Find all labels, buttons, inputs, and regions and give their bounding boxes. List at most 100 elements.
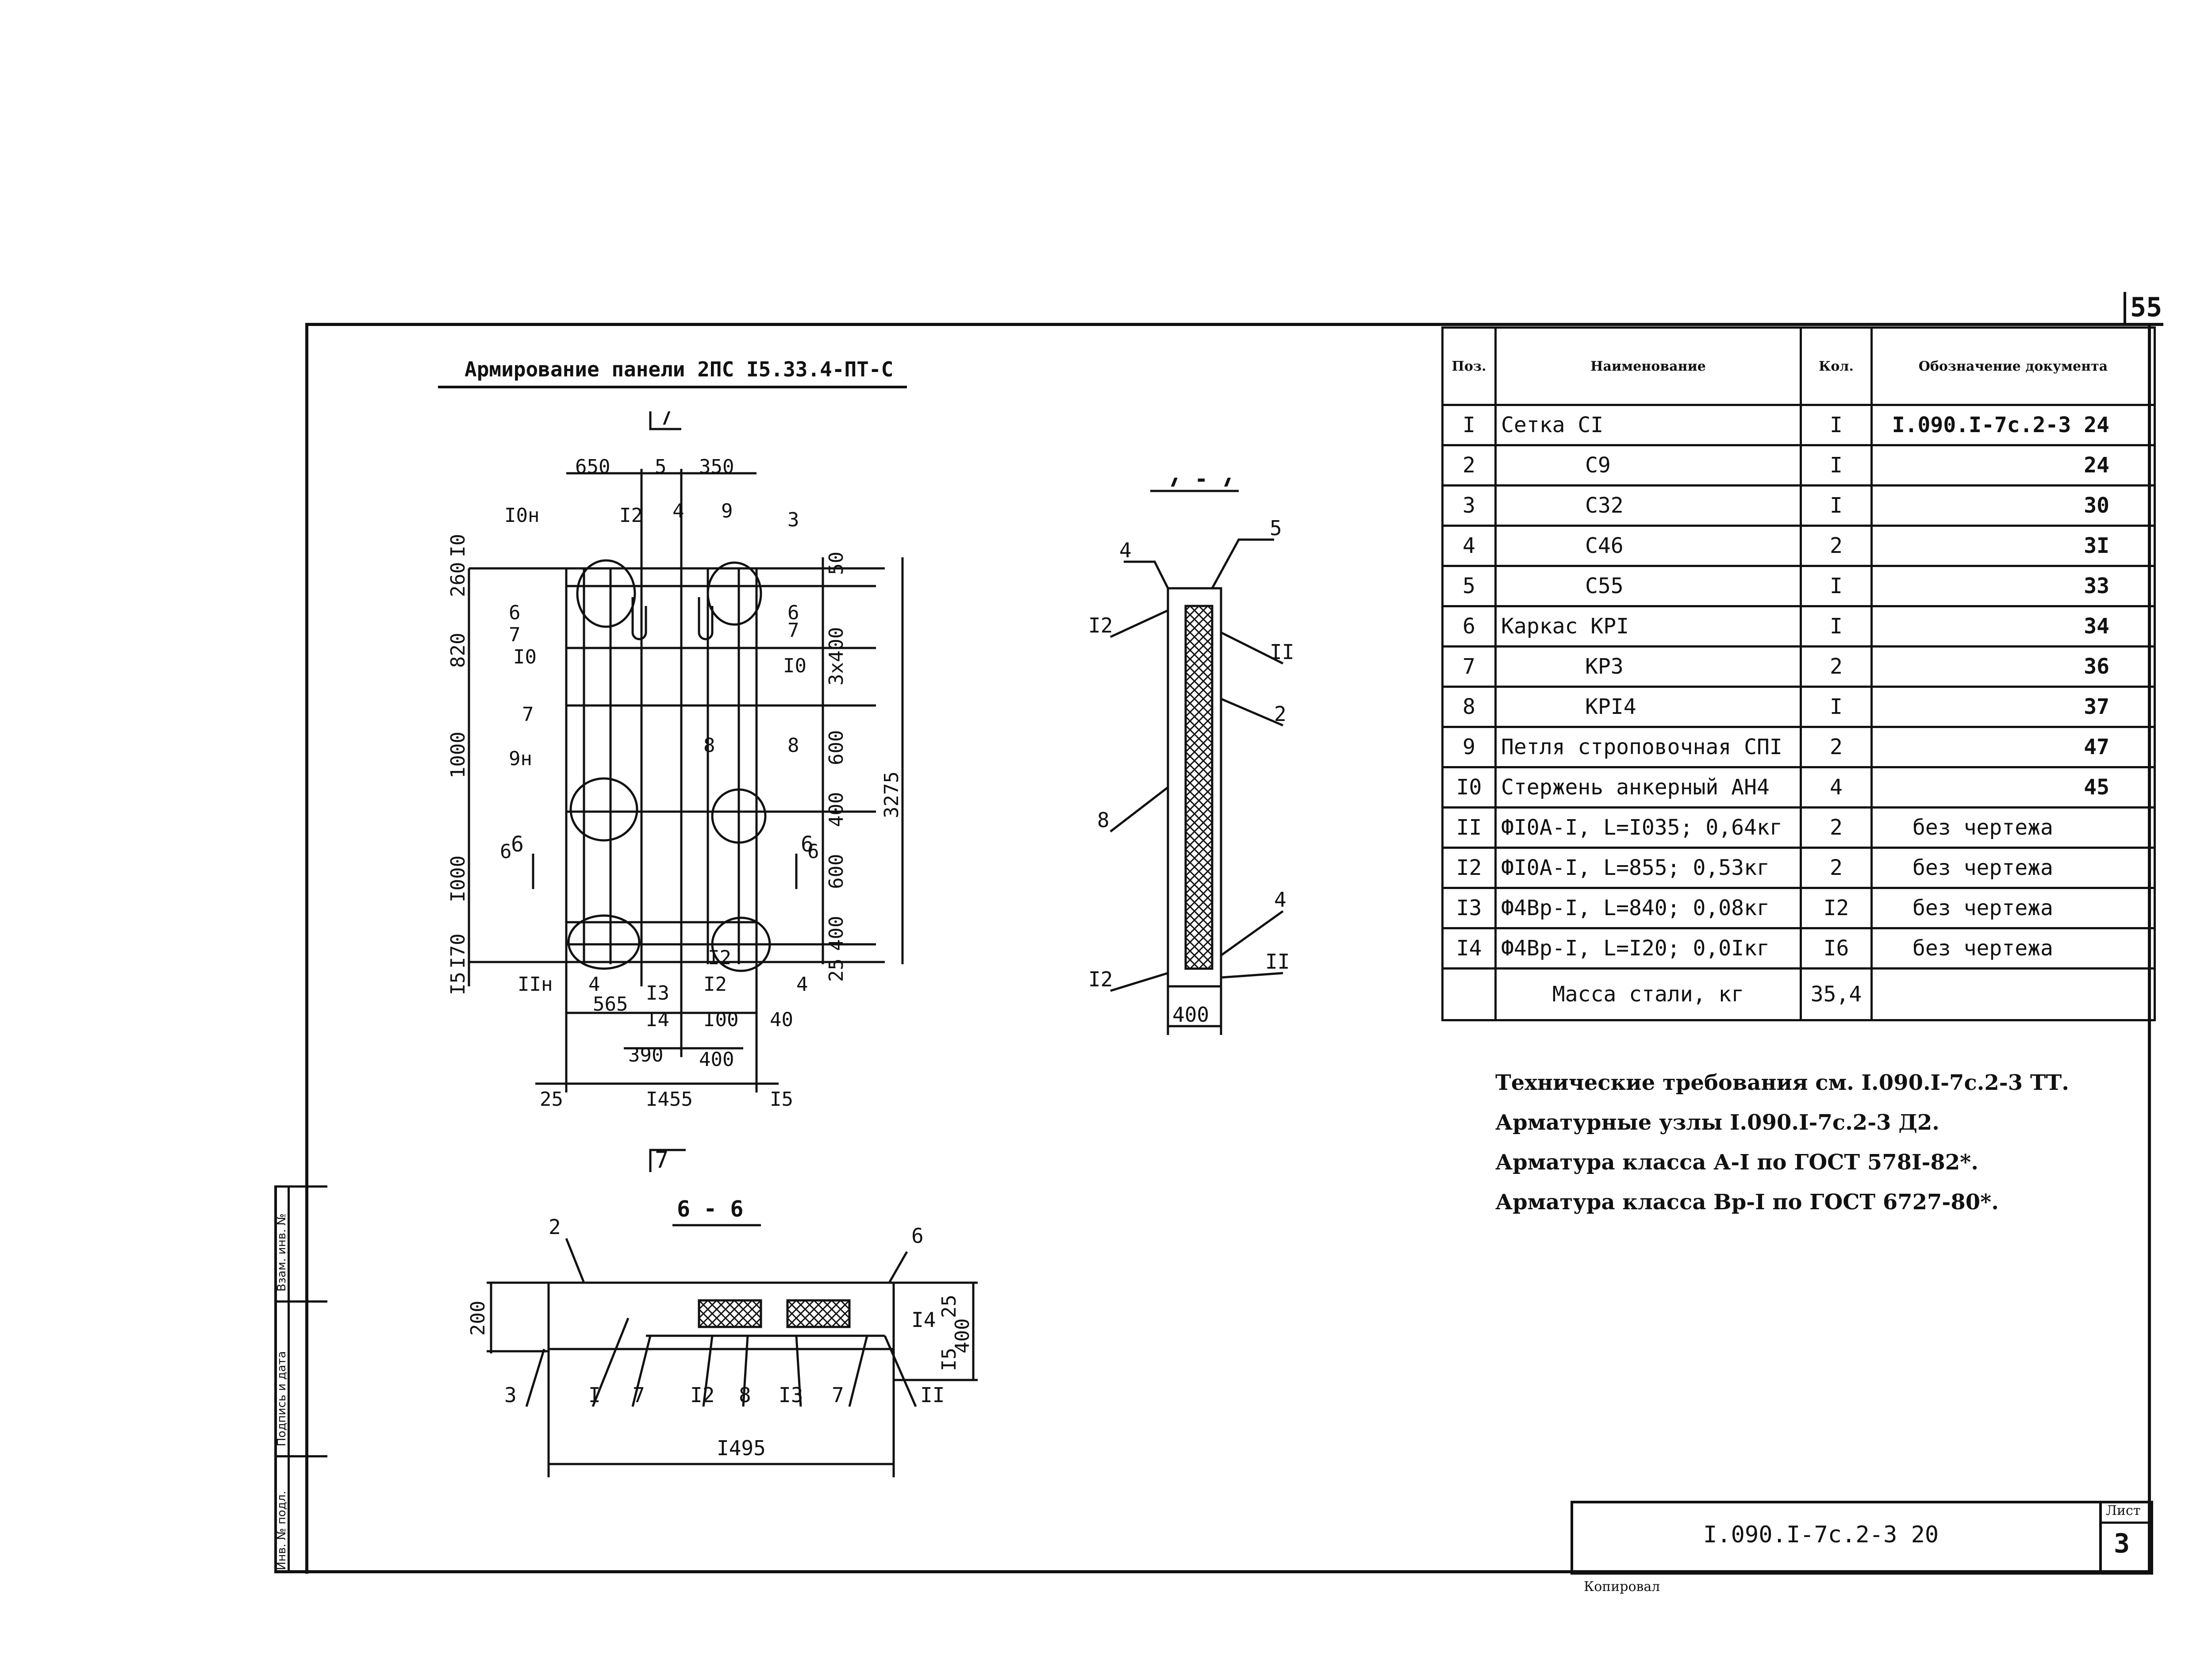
plan-pos-4: 9: [721, 500, 733, 522]
spec-cell-name: C46: [1494, 525, 1802, 567]
section-66-label-6: I2: [690, 1383, 714, 1407]
section-66-label-3: 3: [504, 1383, 517, 1407]
stamp-inv-label: Инв. № подл.: [275, 1491, 288, 1570]
plan-dim-left-3: 820: [447, 633, 469, 668]
spec-cell-name: ФI0А-I, L=I035; 0,64кг: [1494, 806, 1802, 849]
section-77-label-4: II: [1270, 640, 1294, 664]
stamp-sep-2: [274, 1455, 327, 1457]
stamp-divider: [288, 1185, 290, 1573]
plan-section-mark-bottom: 7: [655, 1147, 668, 1172]
plan-pos-1: I0н: [504, 504, 539, 527]
plan-section-mark-right: 6: [801, 832, 814, 857]
plan-dim-top-3: 350: [699, 456, 734, 478]
section-66-label-2: 6: [911, 1224, 924, 1248]
page-number: 55: [2130, 292, 2162, 323]
spec-cell-pos: II: [1441, 806, 1497, 849]
section-66-dim-left: 200: [467, 1301, 489, 1336]
plan-dim-left-5: I000: [447, 855, 469, 902]
spec-cell-name: Ф4Вр-I, L=840; 0,08кг: [1494, 887, 1802, 929]
spec-cell-doc: 34: [1870, 605, 2156, 648]
section-77-label-1: 4: [1119, 538, 1132, 562]
plan-dim-right-5: 600: [825, 854, 848, 889]
spec-cell-doc: 30: [1870, 484, 2156, 527]
plan-dim-right-4: 400: [825, 792, 848, 827]
frame-left: [305, 323, 308, 1574]
plan-pos-7: 7: [509, 624, 521, 646]
plan-pos-12: 7: [522, 703, 534, 726]
plan-pos-23: I2: [708, 947, 731, 969]
spec-cell-qty: I: [1800, 484, 1873, 527]
spec-header-qty: Кол.: [1800, 326, 1873, 406]
section-77-label-5: 2: [1274, 702, 1286, 726]
title-block-doc-code: I.090.I-7с.2-3 20: [1703, 1522, 1939, 1548]
spec-cell-name: ФI0А-I, L=855; 0,53кг: [1494, 847, 1802, 889]
plan-dim-right-6: 400: [825, 916, 848, 951]
section-66-label-9: 7: [832, 1383, 844, 1407]
plan-pos-15: 8: [787, 734, 799, 757]
page-number-tick: [2124, 292, 2126, 323]
note-2: Арматурные узлы I.090.I-7с.2-3 Д2.: [1495, 1110, 1940, 1135]
plan-pos-21: I2: [703, 973, 727, 996]
plan-dim-left-2: 260: [447, 562, 469, 597]
note-3: Арматура класса А-I по ГОСТ 578I-82*.: [1495, 1150, 1978, 1175]
spec-cell-qty: I: [1800, 565, 1873, 607]
note-4: Арматура класса Вр-I по ГОСТ 6727-80*.: [1495, 1190, 1999, 1215]
section-66-label-11: I4: [911, 1308, 936, 1332]
title-block-sheet-label: Лист: [2106, 1503, 2141, 1518]
title-block-code-box: [1571, 1501, 2102, 1575]
stamp-outer-left: [274, 1185, 277, 1573]
plan-dim-bot-5: 390: [628, 1044, 663, 1066]
spec-header-name: Наименование: [1494, 326, 1802, 406]
spec-cell-name: Каркас КРI: [1494, 605, 1802, 648]
section-66-dim-25: 25: [938, 1295, 960, 1318]
plan-dim-top-2: 5: [655, 456, 667, 478]
plan-pos-19: 4: [588, 973, 600, 996]
section-77-label-8: I2: [1088, 967, 1113, 991]
spec-cell-doc: 37: [1870, 686, 2156, 728]
spec-table: Поз. Наименование Кол. Обозначение докум…: [1441, 326, 2156, 1021]
plan-dim-bot-6: 400: [699, 1048, 734, 1071]
plan-dim-right-2: 3x400: [825, 627, 848, 686]
spec-mass-label: Масса стали, кг: [1494, 967, 1802, 1021]
section-66-dim-right: 400: [951, 1319, 974, 1353]
spec-cell-qty: I2: [1800, 887, 1873, 929]
plan-dim-left-1: I0: [447, 534, 469, 557]
stamp-replace-label: Взам. инв. №: [275, 1213, 288, 1292]
plan-pos-3: 4: [672, 500, 684, 522]
plan-pos-17: 6: [807, 840, 819, 863]
spec-cell-doc: I.090.I-7с.2-3 24: [1870, 404, 2156, 446]
section-66-label-5: 7: [633, 1383, 645, 1407]
spec-header-doc: Обозначение документа: [1870, 326, 2156, 406]
plan-dim-bot-1: 565: [593, 993, 628, 1016]
drawing-title-underline: [438, 386, 907, 388]
spec-cell-name: Сетка CI: [1494, 404, 1802, 446]
plan-dim-right-1: 50: [825, 552, 848, 575]
section-6-6: 6 - 6 2 6 3 I 7 I2 8 I3 7 II I4 I495 200…: [467, 1196, 978, 1477]
plan-pos-13: 9н: [509, 748, 532, 770]
plan-pos-20: I3: [646, 982, 669, 1004]
frame-bottom: [274, 1570, 2151, 1573]
plan-pos-22: 4: [796, 973, 808, 996]
spec-cell-doc: 3I: [1870, 525, 2156, 567]
spec-cell-doc: 24: [1870, 444, 2156, 487]
spec-cell-qty: I: [1800, 404, 1873, 446]
spec-cell-qty: I: [1800, 605, 1873, 648]
frame-top: [305, 323, 2163, 326]
spec-cell-doc: без чертежа: [1870, 927, 2156, 970]
spec-cell-name: Петля строповочная СПI: [1494, 726, 1802, 768]
section-77-dim-bottom: 400: [1172, 1003, 1209, 1027]
section-77-label-2: 5: [1270, 516, 1282, 540]
spec-cell-pos: 6: [1441, 605, 1497, 648]
plan-dim-bot-4: 40: [770, 1008, 793, 1031]
spec-cell-doc: 36: [1870, 645, 2156, 688]
